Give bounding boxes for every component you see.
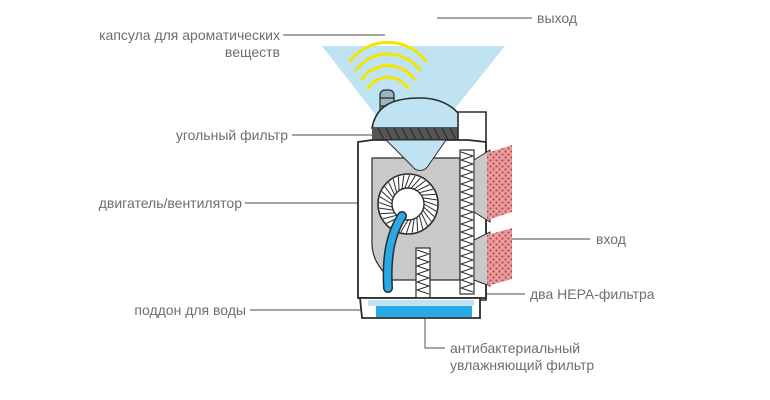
- inner-air: [384, 139, 447, 171]
- label-motor-fan: двигатель/вентилятор: [98, 195, 242, 211]
- output-air-cone: [322, 46, 505, 140]
- label-water-tray: поддон для воды: [134, 302, 246, 318]
- label-antibacterial: антибактериальный увлажняющий фильтр: [450, 340, 594, 374]
- aroma-waves: [348, 40, 428, 90]
- water: [376, 306, 472, 317]
- hepa-filter-lower: [487, 228, 512, 286]
- label-output: выход: [537, 10, 577, 26]
- label-antibacterial-line1: антибактериальный: [450, 340, 581, 356]
- label-antibacterial-line2: увлажняющий фильтр: [450, 357, 595, 373]
- label-aroma-capsule-line1: капсула для ароматических: [99, 27, 280, 43]
- label-aroma-capsule: капсула для ароматических веществ: [50, 27, 280, 61]
- input-flow-lower: [473, 231, 491, 287]
- label-aroma-capsule-line2: веществ: [224, 44, 280, 60]
- hepa-filter-upper: [487, 145, 512, 220]
- label-hepa-filters: два HEPA-фильтра: [530, 286, 655, 302]
- input-flow-upper: [473, 149, 491, 223]
- label-input: вход: [596, 231, 626, 247]
- leader-line-antibacterial: [424, 315, 445, 349]
- label-carbon-filter: угольный фильтр: [175, 127, 288, 143]
